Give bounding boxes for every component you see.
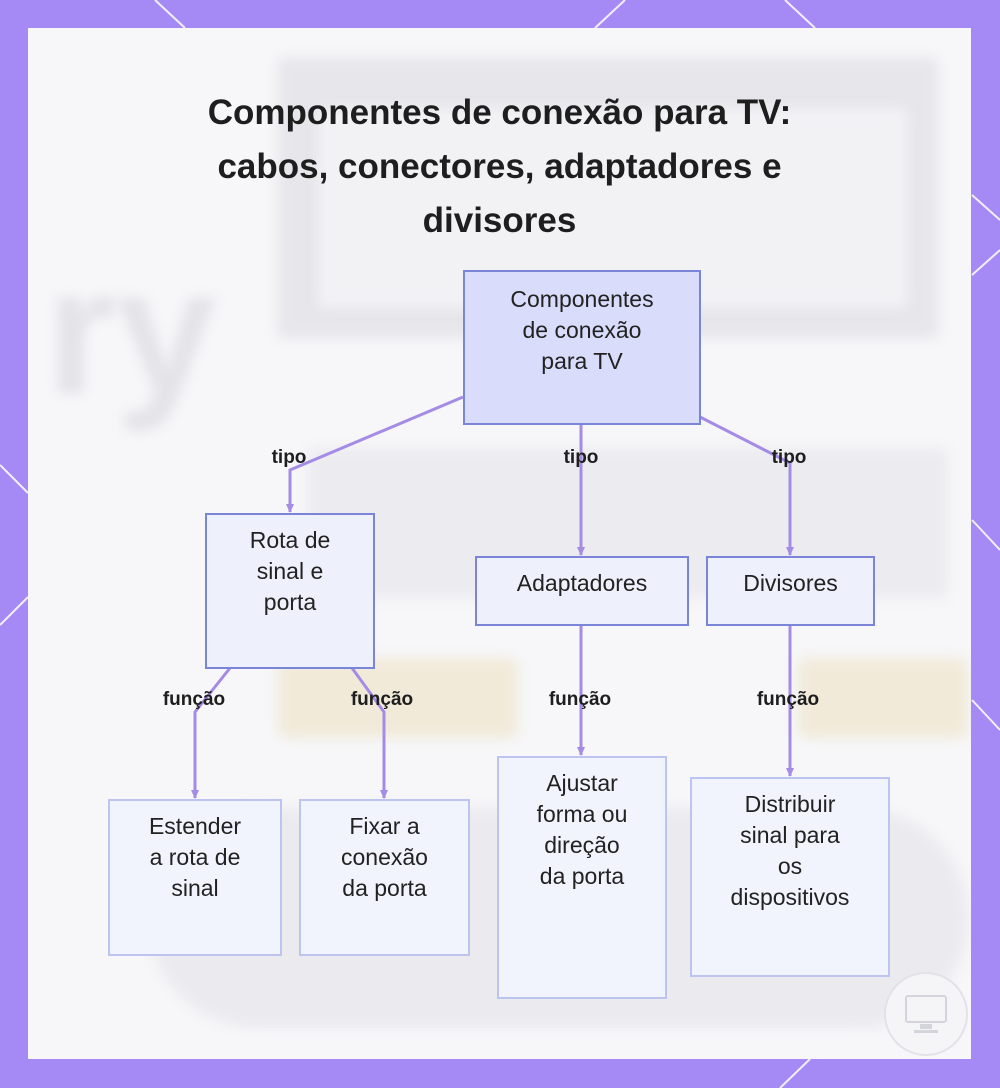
bg-decoration: [798, 658, 968, 738]
node-line: os: [777, 853, 803, 879]
node-line: direção: [544, 832, 620, 858]
node-divisores: Divisores: [706, 556, 875, 626]
node-ajustar-forma: Ajustar forma ou direção da porta: [497, 756, 667, 999]
node-rota-sinal-porta: Rota de sinal e porta: [205, 513, 375, 669]
node-distribuir-sinal: Distribuir sinal para os dispositivos: [690, 777, 890, 977]
tv-logo-graphic: [905, 995, 947, 1033]
edge-rota-estender: [191, 667, 232, 799]
node-label: Componentes de conexão para TV: [502, 284, 661, 377]
node-line: sinal para: [740, 822, 840, 848]
node-label: Distribuir sinal para os dispositivos: [723, 789, 858, 913]
node-componentes-conexao: Componentes de conexão para TV: [463, 270, 701, 425]
node-line: sinal e: [256, 558, 324, 584]
tv-logo-icon: [884, 972, 968, 1056]
edge-label-tipo: tipo: [771, 447, 807, 468]
node-line: Distribuir: [744, 791, 836, 817]
node-label: Estender a rota de sinal: [141, 811, 249, 904]
node-line: Adaptadores: [516, 570, 648, 596]
edge-label-funcao: função: [162, 689, 226, 710]
node-line: conexão: [341, 844, 428, 870]
edge-label-funcao: função: [350, 689, 414, 710]
bg-decoration: [278, 658, 518, 738]
edge-rota-fixar: [350, 667, 388, 799]
title-line: Componentes de conexão para TV:: [207, 93, 792, 132]
node-label: Ajustar forma ou direção da porta: [529, 768, 636, 892]
node-label: Rota de sinal e porta: [242, 525, 339, 618]
edge-label-tipo: tipo: [563, 447, 599, 468]
edge-label-tipo: tipo: [271, 447, 307, 468]
node-line: Ajustar: [546, 770, 618, 796]
node-label: Adaptadores: [509, 568, 655, 599]
node-line: a rota de: [149, 844, 241, 870]
node-label: Fixar a conexão da porta: [333, 811, 436, 904]
node-label: Divisores: [735, 568, 846, 599]
bg-decoration: ry: [46, 231, 217, 432]
title-line: divisores: [422, 201, 577, 240]
edge-label-funcao: função: [756, 689, 820, 710]
node-line: Fixar a: [349, 813, 420, 839]
node-line: dispositivos: [730, 884, 850, 910]
title-line: cabos, conectores, adaptadores e: [217, 147, 782, 186]
node-adaptadores: Adaptadores: [475, 556, 689, 626]
node-estender-rota: Estender a rota de sinal: [108, 799, 282, 956]
node-line: porta: [263, 589, 317, 615]
node-line: da porta: [342, 875, 427, 901]
edge-root-rota: [286, 395, 464, 513]
node-line: forma ou: [536, 801, 628, 827]
node-line: de conexão: [522, 317, 642, 343]
diagram-title: Componentes de conexão para TV: cabos, c…: [28, 86, 971, 248]
node-line: para TV: [541, 348, 623, 374]
edge-root-divisores: [699, 415, 794, 556]
node-line: sinal: [171, 875, 219, 901]
edge-label-funcao: função: [548, 689, 612, 710]
node-fixar-conexao: Fixar a conexão da porta: [299, 799, 470, 956]
node-line: Rota de: [249, 527, 331, 553]
node-line: Componentes: [510, 286, 654, 312]
node-line: da porta: [539, 863, 625, 889]
node-line: Estender: [148, 813, 242, 839]
node-line: Divisores: [743, 570, 838, 596]
